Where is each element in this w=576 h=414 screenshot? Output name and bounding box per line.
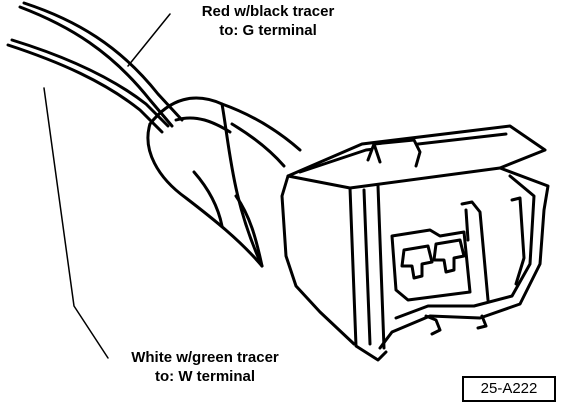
red-wire-label-line2: to: G terminal <box>219 22 317 39</box>
connector-housing <box>280 124 550 362</box>
white-wire-label: White w/green tracer to: W terminal <box>100 348 310 386</box>
terminal-pins <box>400 238 466 280</box>
red-wire <box>18 1 184 128</box>
red-wire-label: Red w/black tracer to: G terminal <box>168 2 368 40</box>
white-wire-label-line1: White w/green tracer <box>131 349 279 366</box>
white-wire-label-line2: to: W terminal <box>155 368 255 385</box>
figure-id-box: 25-A222 <box>462 376 556 402</box>
leader-line-white <box>43 87 109 359</box>
red-wire-label-line1: Red w/black tracer <box>201 3 335 20</box>
rubber-boot <box>146 96 302 268</box>
white-wire <box>6 38 170 134</box>
leader-line-red <box>127 13 171 67</box>
